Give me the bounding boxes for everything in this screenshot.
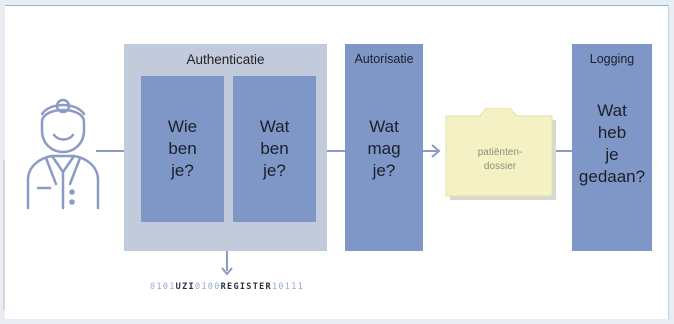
wie-ben-je-box: Wie ben je? [141,76,224,222]
autor-line-3: je? [372,161,396,180]
register-seg-5: 10111 [271,282,305,292]
autor-line-2: mag [367,139,401,158]
folder-icon [445,108,556,200]
connector-auth-register [226,251,228,271]
logging-title: Logging [589,52,635,66]
patient-dossier-line-1: patiënten- [477,147,523,158]
patient-dossier-line-2: dossier [483,161,517,172]
log-line-1: Wat [597,101,627,120]
diagram-frame [5,5,669,319]
who-line-2: ben [168,139,197,158]
what-line-2: ben [260,139,289,158]
register-seg-3: 0100 [194,282,221,292]
what-line-1: Wat [259,117,290,136]
autorisatie-block: Autorisatie Wat mag je? [345,44,423,251]
autorisatie-title: Autorisatie [354,52,414,66]
who-line-1: Wie [167,117,198,136]
connector-dossier-logging [555,150,572,152]
what-line-3: je? [263,161,286,180]
connector-auth-autor [327,150,345,152]
doctor-icon [26,98,100,210]
register-seg-4: REGISTER [220,282,272,292]
wat-ben-je-box: Wat ben je? [233,76,316,222]
autor-line-1: Wat [369,117,399,136]
arrow-right-icon [431,144,441,158]
uzi-register-label: 0101UZI0100REGISTER10111 [150,282,304,292]
log-line-2: heb [597,123,627,142]
register-seg-1: 0101 [150,282,176,292]
register-seg-2: UZI [175,282,195,292]
connector-autor-dossier [423,150,437,152]
arrow-down-icon [221,267,233,276]
log-line-3: je [605,145,619,164]
authenticatie-block: Authenticatie Wie ben je? Wat ben je? [124,44,327,251]
logging-block: Logging Wat heb je gedaan? [572,44,652,251]
log-line-4: gedaan? [578,167,646,186]
authenticatie-title: Authenticatie [186,52,265,67]
connector-doctor-auth [96,150,124,152]
left-rule [3,160,5,310]
patient-dossier-label: patiënten- dossier [447,146,553,174]
who-line-3: je? [171,161,194,180]
